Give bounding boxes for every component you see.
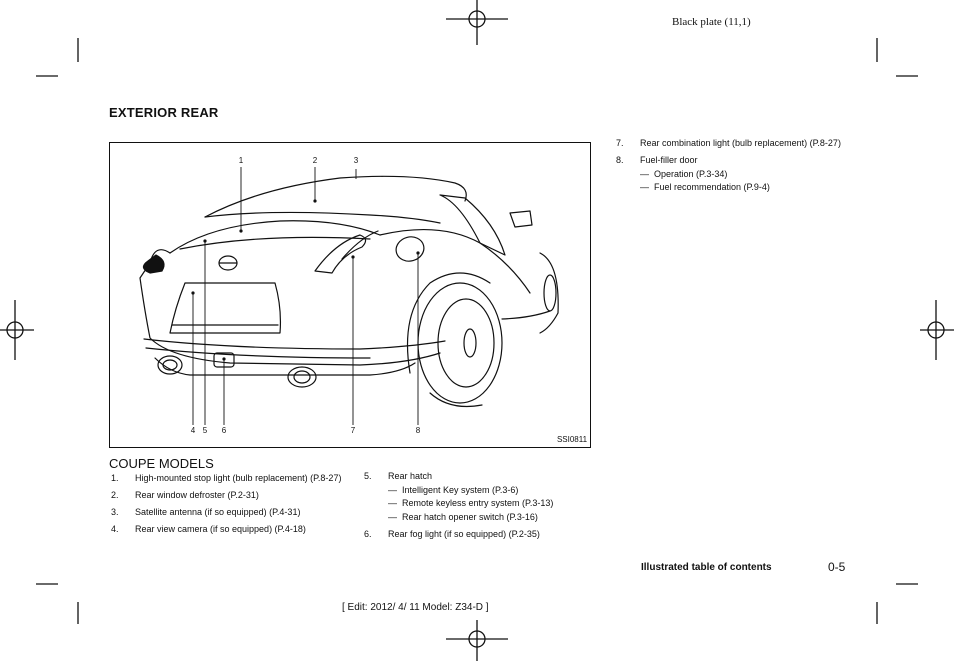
registration-mark-right — [920, 300, 954, 360]
callout-8: 8 — [416, 426, 421, 435]
callout-1: 1 — [239, 156, 244, 165]
plate-info: Black plate (11,1) — [672, 16, 751, 28]
car-rear-icon: 1 2 3 4 5 6 7 8 SSI0811 — [139, 156, 588, 444]
registration-mark-top — [446, 0, 508, 45]
list-item: 2. Rear window defroster (P.2-31) — [111, 490, 259, 500]
callout-7: 7 — [351, 426, 356, 435]
list-item: 7. Rear combination light (bulb replacem… — [616, 138, 841, 148]
list-item: 3. Satellite antenna (if so equipped) (P… — [111, 507, 301, 517]
list-item: 8. Fuel-filler door —Operation (P.3-34) … — [614, 154, 854, 195]
sub-item: —Intelligent Key system (P.3-6) — [388, 484, 519, 495]
figure-caption: COUPE MODELS — [109, 456, 214, 471]
sub-item: —Rear hatch opener switch (P.3-16) — [388, 511, 538, 522]
item-list-right: 7. Rear combination light (bulb replacem… — [614, 137, 854, 195]
sub-item: —Operation (P.3-34) — [640, 168, 728, 179]
callout-5: 5 — [203, 426, 208, 435]
page-number: 0-5 — [828, 560, 846, 574]
callout-2: 2 — [313, 156, 318, 165]
list-item: 5. Rear hatch —Intelligent Key system (P… — [362, 470, 602, 524]
figure-id: SSI0811 — [557, 435, 588, 444]
exterior-rear-figure: 1 2 3 4 5 6 7 8 SSI0811 — [109, 142, 591, 448]
sub-item: —Remote keyless entry system (P.3-13) — [388, 498, 554, 508]
callout-3: 3 — [354, 156, 359, 165]
item-list-middle: 5. Rear hatch —Intelligent Key system (P… — [362, 470, 602, 541]
list-item: 1. High-mounted stop light (bulb replace… — [111, 473, 342, 483]
registration-mark-left — [0, 300, 34, 360]
sub-item: —Fuel recommendation (P.9-4) — [640, 182, 770, 192]
list-item: 4. Rear view camera (if so equipped) (P.… — [111, 524, 306, 534]
list-item: 6. Rear fog light (if so equipped) (P.2-… — [364, 528, 540, 539]
footer-section-title: Illustrated table of contents — [641, 562, 772, 573]
item-list-left: 1. High-mounted stop light (bulb replace… — [109, 472, 349, 537]
crop-marks — [36, 38, 918, 624]
registration-mark-bottom — [446, 620, 508, 661]
callout-6: 6 — [222, 426, 227, 435]
edit-info: [ Edit: 2012/ 4/ 11 Model: Z34-D ] — [342, 602, 489, 613]
callout-4: 4 — [191, 426, 196, 435]
section-heading: EXTERIOR REAR — [109, 105, 219, 120]
